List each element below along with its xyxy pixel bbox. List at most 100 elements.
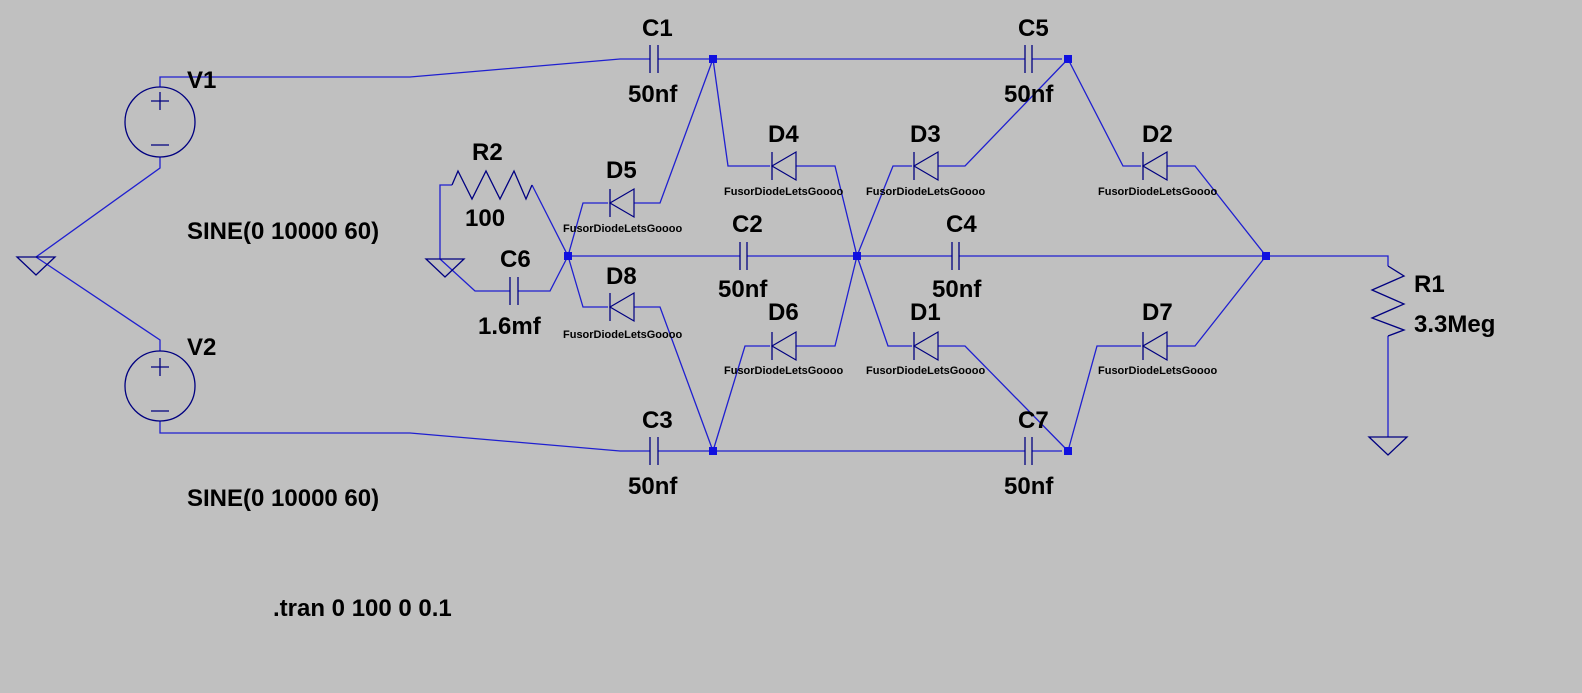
- label-d4-name: D4: [768, 121, 799, 148]
- diode-d4[interactable]: [770, 150, 797, 182]
- wire-d2-left[interactable]: [1067, 58, 1141, 167]
- label-c1-name: C1: [642, 15, 673, 42]
- resistor-r1[interactable]: [1370, 265, 1406, 337]
- resistor-r2[interactable]: [451, 169, 533, 201]
- label-d1-model: FusorDiodeLetsGoooo: [866, 365, 985, 377]
- label-d5-model: FusorDiodeLetsGoooo: [563, 223, 682, 235]
- label-r1-value: 3.3Meg: [1414, 311, 1495, 338]
- wire-d5-right[interactable]: [634, 58, 714, 204]
- resistor-icon: [451, 169, 533, 201]
- wire-v1-top[interactable]: [159, 58, 650, 87]
- diode-icon: [608, 291, 635, 323]
- wire-d5-left[interactable]: [567, 202, 608, 257]
- label-v1-value: SINE(0 10000 60): [187, 218, 379, 245]
- diode-d2[interactable]: [1141, 150, 1168, 182]
- capacitor-c6[interactable]: [509, 277, 519, 305]
- wire-d3-right[interactable]: [938, 58, 1069, 167]
- capacitor-c4[interactable]: [951, 242, 960, 270]
- label-c2-name: C2: [732, 211, 763, 238]
- wire-d6-right[interactable]: [796, 255, 858, 347]
- wire-d7-left[interactable]: [1067, 345, 1141, 452]
- wire-c6-left[interactable]: [439, 258, 510, 292]
- diode-d7[interactable]: [1141, 330, 1168, 362]
- wire-v2-bottom[interactable]: [159, 421, 650, 452]
- label-v2-name: V2: [187, 334, 216, 361]
- junction-top-left[interactable]: [709, 55, 717, 63]
- capacitor-c1[interactable]: [649, 45, 659, 73]
- wire-r2-right[interactable]: [531, 184, 569, 257]
- wire-d8-right[interactable]: [634, 306, 714, 452]
- wire-d1-right[interactable]: [938, 345, 1069, 452]
- voltage-source-icon: [124, 86, 196, 158]
- capacitor-c3[interactable]: [649, 437, 659, 465]
- label-c4-name: C4: [946, 211, 977, 238]
- ground-icon-r1[interactable]: [1367, 436, 1409, 456]
- diode-d8[interactable]: [608, 291, 635, 323]
- ground-icon-r2[interactable]: [424, 258, 466, 278]
- diode-d1[interactable]: [912, 330, 939, 362]
- wires: [35, 58, 1389, 452]
- capacitor-c5[interactable]: [1024, 45, 1033, 73]
- wire-mid-rail-3[interactable]: [959, 255, 1389, 266]
- label-v2-value: SINE(0 10000 60): [187, 485, 379, 512]
- label-c1-value: 50nf: [628, 81, 678, 108]
- diode-icon: [912, 150, 939, 182]
- label-v1-name: V1: [187, 67, 216, 94]
- wire-v1-ground[interactable]: [35, 157, 161, 258]
- label-d2-model: FusorDiodeLetsGoooo: [1098, 186, 1217, 198]
- junction-mid-left[interactable]: [564, 252, 572, 260]
- diode-d5[interactable]: [608, 187, 635, 219]
- label-d6-name: D6: [768, 299, 799, 326]
- capacitor-c2[interactable]: [739, 242, 748, 270]
- label-c6-name: C6: [500, 246, 531, 273]
- junction-mid-center[interactable]: [853, 252, 861, 260]
- diode-icon: [770, 150, 797, 182]
- diode-icon: [770, 330, 797, 362]
- label-d1-name: D1: [910, 299, 941, 326]
- wire-d4-left[interactable]: [712, 58, 770, 167]
- label-d3-name: D3: [910, 121, 941, 148]
- label-c5-value: 50nf: [1004, 81, 1054, 108]
- diode-d3[interactable]: [912, 150, 939, 182]
- ground-symbols: [15, 256, 1409, 456]
- wire-d8-left[interactable]: [567, 255, 608, 308]
- wire-d7-right[interactable]: [1167, 255, 1267, 347]
- label-c4-value: 50nf: [932, 276, 982, 303]
- wire-d4-right[interactable]: [796, 165, 858, 257]
- label-d4-model: FusorDiodeLetsGoooo: [724, 186, 843, 198]
- capacitor-c7[interactable]: [1024, 437, 1033, 465]
- wire-d1-left[interactable]: [856, 255, 912, 347]
- ground-icon-left[interactable]: [15, 256, 57, 276]
- junction-top-right[interactable]: [1064, 55, 1072, 63]
- wire-c6-right[interactable]: [518, 255, 569, 292]
- label-d7-name: D7: [1142, 299, 1173, 326]
- label-c2-value: 50nf: [718, 276, 768, 303]
- label-d5-name: D5: [606, 157, 637, 184]
- wire-d6-left[interactable]: [712, 345, 770, 452]
- junction-mid-right[interactable]: [1262, 252, 1270, 260]
- junction-bottom-right[interactable]: [1064, 447, 1072, 455]
- voltage-source-icon: [124, 350, 196, 422]
- label-c7-value: 50nf: [1004, 473, 1054, 500]
- voltage-source-v1[interactable]: [124, 86, 196, 158]
- voltage-source-v2[interactable]: [124, 350, 196, 422]
- wire-r2-left[interactable]: [439, 184, 452, 259]
- spice-directive-tran[interactable]: .tran 0 100 0 0.1: [273, 595, 452, 622]
- wire-d2-right[interactable]: [1167, 165, 1267, 257]
- wire-d3-left[interactable]: [856, 165, 912, 257]
- diode-icon: [608, 187, 635, 219]
- resistor-icon: [1370, 265, 1406, 337]
- labels: V1 SINE(0 10000 60) V2 SINE(0 10000 60) …: [187, 15, 1495, 622]
- junction-bottom-left[interactable]: [709, 447, 717, 455]
- diode-icon: [1141, 330, 1168, 362]
- label-d7-model: FusorDiodeLetsGoooo: [1098, 365, 1217, 377]
- label-d2-name: D2: [1142, 121, 1173, 148]
- junctions: [564, 55, 1270, 455]
- wire-ground-v2[interactable]: [35, 256, 161, 351]
- label-r2-value: 100: [465, 205, 505, 232]
- diode-d6[interactable]: [770, 330, 797, 362]
- label-d8-name: D8: [606, 263, 637, 290]
- diode-icon: [912, 330, 939, 362]
- label-r2-name: R2: [472, 139, 503, 166]
